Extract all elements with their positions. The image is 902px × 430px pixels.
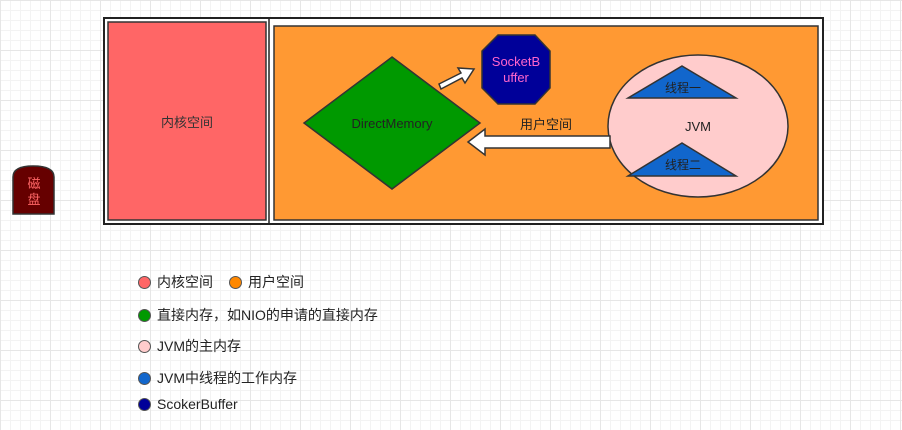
legend-item-kernel: 内核空间 [138,272,213,292]
disk-shape [12,165,55,215]
legend-user-label: 用户空间 [248,274,304,290]
socket-buffer-color-swatch [138,397,151,411]
legend-jvm-label: JVM的主内存 [157,338,241,354]
jvm-label: JVM [685,119,711,134]
socket-buffer-shape [481,34,551,105]
legend-item-user: 用户空间 [229,272,304,292]
legend-row-spaces: 内核空间 用户空间 [138,272,320,292]
jvm-color-swatch [138,339,151,353]
kernel-color-swatch [138,275,151,289]
arrow-to-socket-buffer [438,67,476,91]
legend-thread-label: JVM中线程的工作内存 [157,370,297,386]
thread-two-shape [625,142,739,177]
legend-kernel-label: 内核空间 [157,274,213,290]
user-color-swatch [229,275,242,289]
disk-label-line2: 盘 [27,192,40,207]
thread-two-label: 线程二 [665,157,701,172]
direct-memory-color-swatch [138,308,151,322]
legend-row-thread: JVM中线程的工作内存 [138,368,297,388]
legend-row-direct: 直接内存，如NIO的申请的直接内存 [138,305,378,325]
socket-buffer-label-line1: SocketB [492,54,540,69]
thread-one-label: 线程一 [665,80,701,95]
direct-memory-shape [302,56,482,190]
memory-diagram: 内核空间 DirectMemory SocketB uffer JVM 线程一 … [12,17,824,225]
kernel-space-label: 内核空间 [161,115,213,130]
legend-row-jvm: JVM的主内存 [138,336,241,356]
arrow-to-direct-memory [466,127,611,157]
thread-color-swatch [138,371,151,385]
socket-buffer-label-line2: uffer [503,70,529,85]
disk-label-line1: 磁 [27,176,40,191]
direct-memory-label: DirectMemory [352,116,433,131]
legend-direct-label: 直接内存，如NIO的申请的直接内存 [157,307,378,323]
kernel-space-box [107,21,267,221]
legend-socket-label: ScokerBuffer [157,396,238,412]
user-space-label: 用户空间 [520,117,572,132]
legend-row-socket: ScokerBuffer [138,396,238,412]
thread-one-shape [625,65,739,99]
